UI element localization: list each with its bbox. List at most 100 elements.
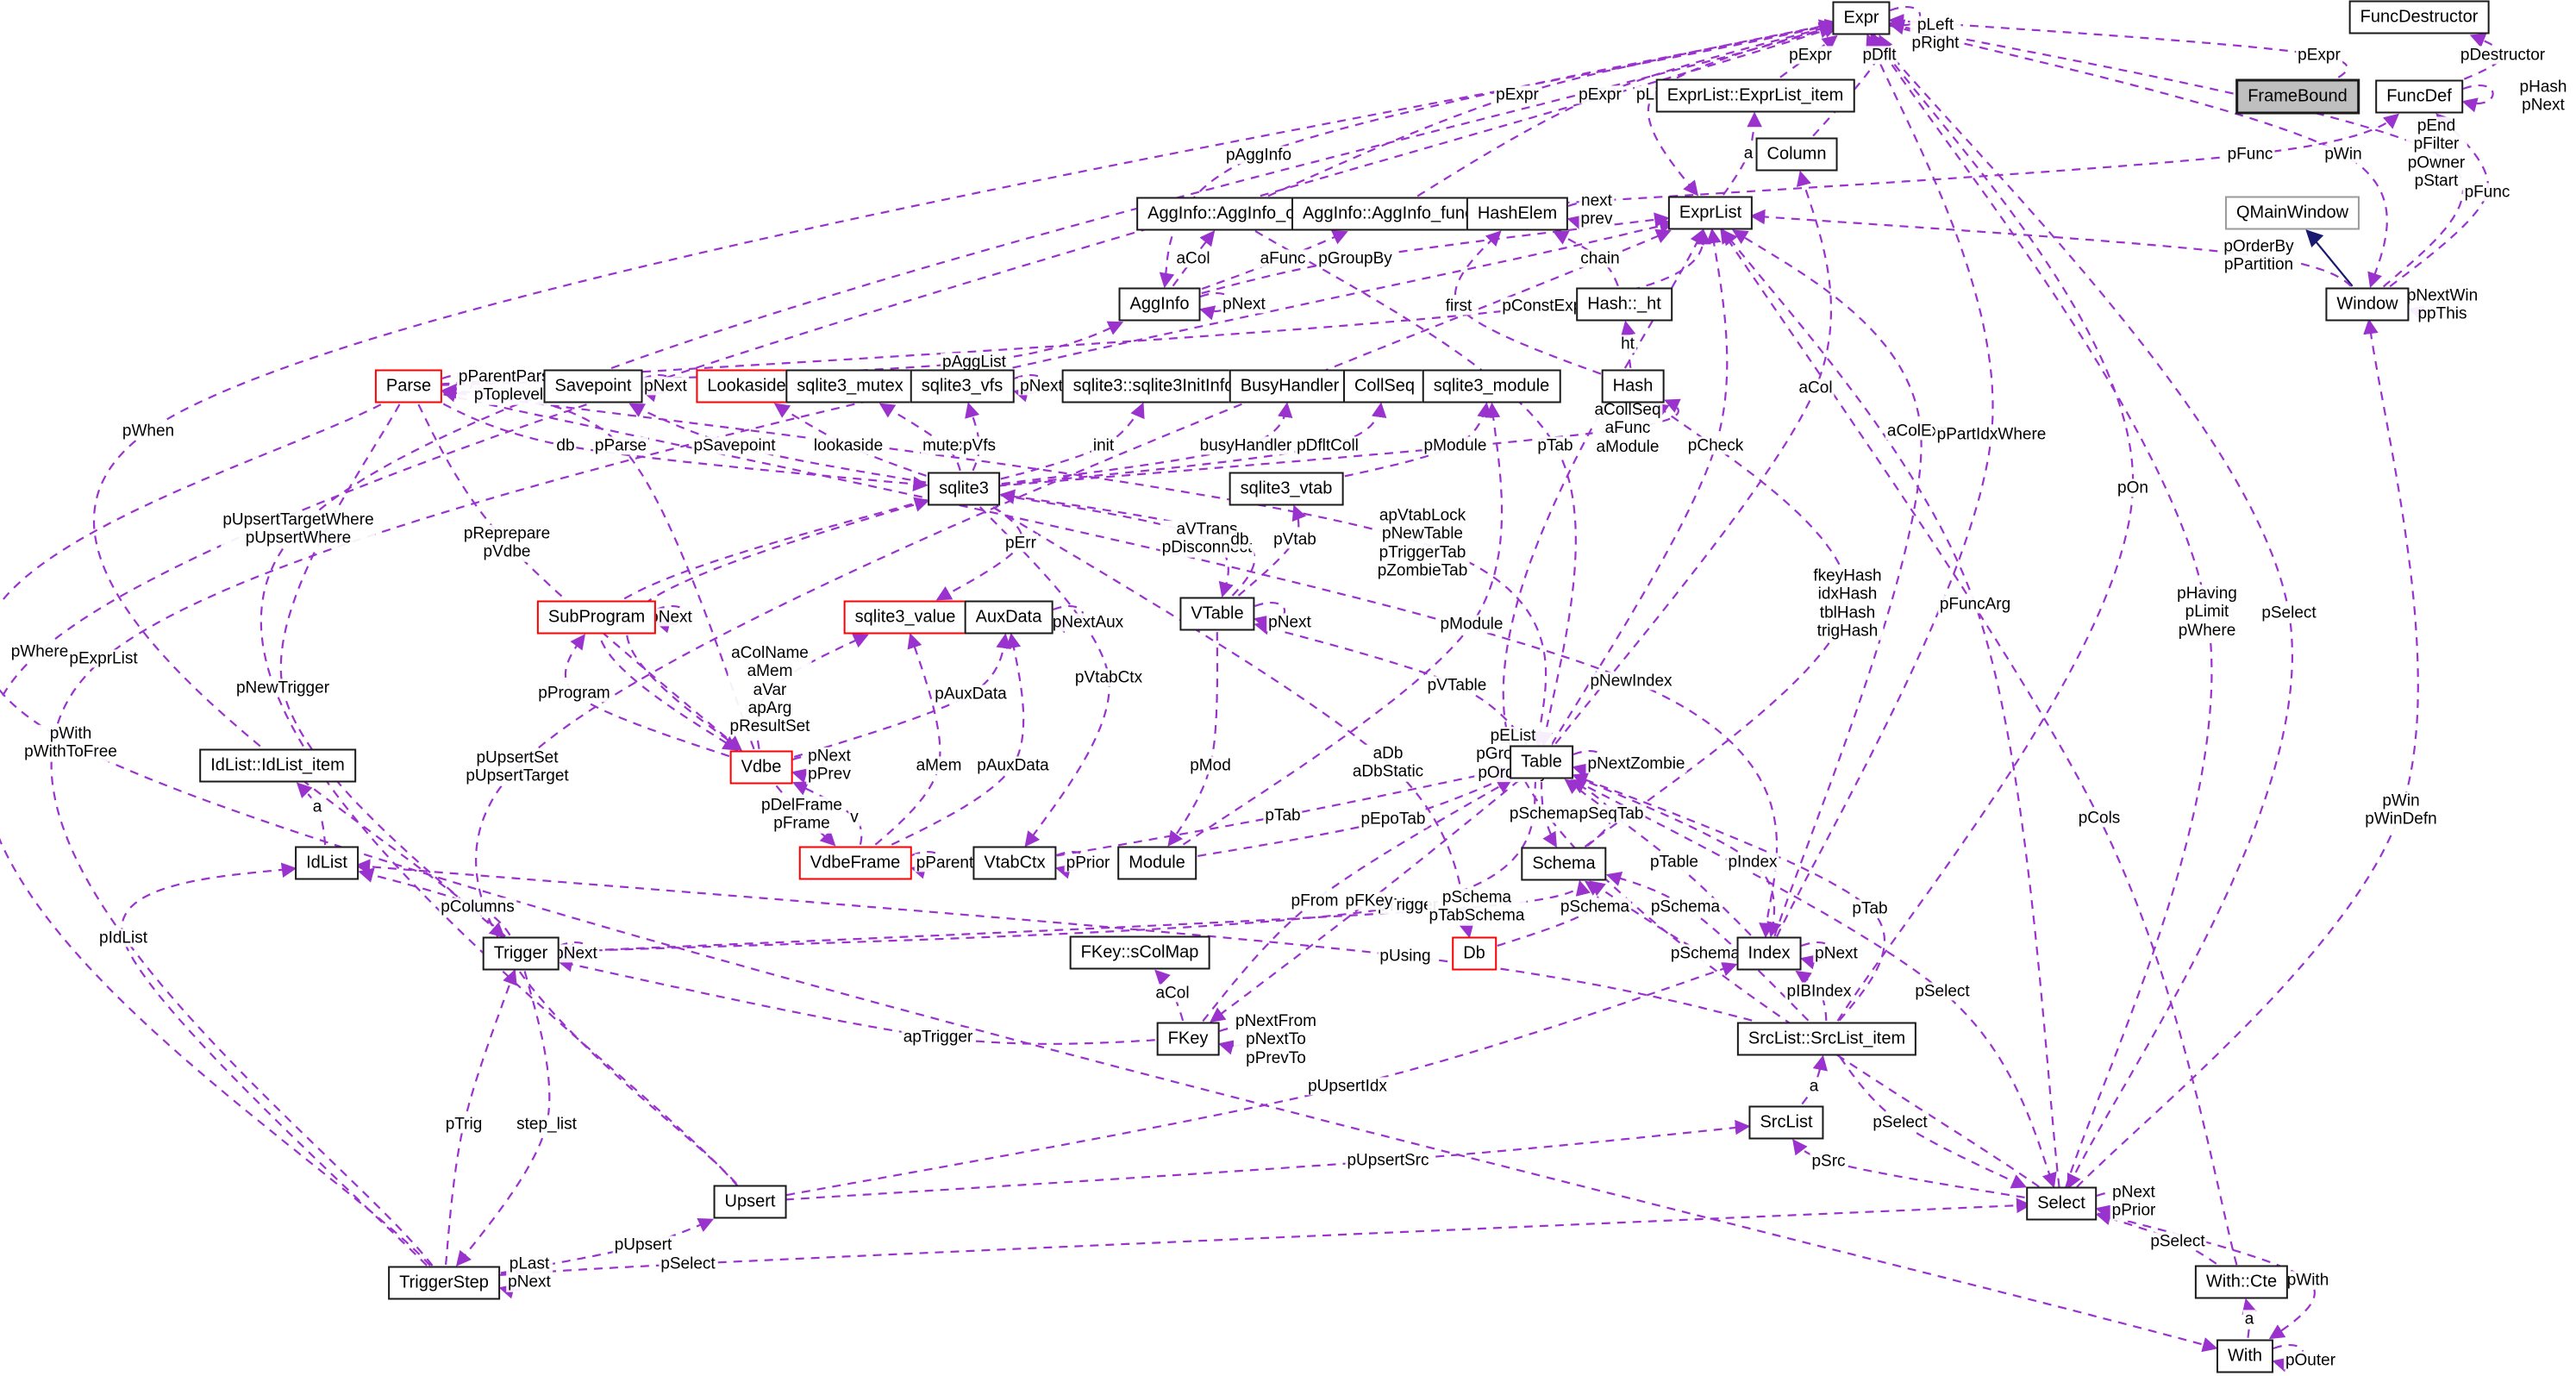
node-window[interactable]: Window [2325,287,2410,322]
edge-label: pTab [1535,436,1575,455]
node-sqlite3_value[interactable]: sqlite3_value [843,600,967,635]
edge-label: pEpoTab [1359,810,1428,829]
node-exprlist_item[interactable]: ExprList::ExprList_item [1655,78,1855,113]
edge [1792,1138,2025,1198]
node-upsert[interactable]: Upsert [713,1185,787,1219]
node-auxdata[interactable]: AuxData [964,600,1054,635]
node-expr[interactable]: Expr [1832,1,1891,35]
edge-label: pProgram [536,684,612,703]
edge-label: pDfltColl [1295,436,1360,455]
node-sqlite3_vfs[interactable]: sqlite3_vfs [910,369,1015,403]
node-initinfo[interactable]: sqlite3::sqlite3InitInfo [1061,369,1246,403]
node-vtabctx[interactable]: VtabCtx [972,846,1057,880]
node-fkey_scolmap[interactable]: FKey::sColMap [1069,935,1210,970]
node-hashelem[interactable]: HashElem [1466,197,1569,231]
edge-label: aCol [1174,249,1212,268]
node-table[interactable]: Table [1510,745,1573,779]
node-sqlite3_vtab[interactable]: sqlite3_vtab [1229,472,1344,506]
edge-label: mutex [921,436,969,455]
edge [1889,20,2464,288]
edge-label: pWin pWinDefn [2363,791,2439,829]
node-idlist[interactable]: IdList [295,846,359,880]
node-srclist[interactable]: SrcList [1748,1105,1824,1140]
node-vdbe[interactable]: Vdbe [729,750,793,785]
edge [2076,318,2419,1188]
node-module[interactable]: Module [1117,846,1197,880]
edge-label: pNext [553,944,599,963]
node-withcte[interactable]: With::Cte [2194,1265,2289,1299]
node-fkey[interactable]: FKey [1156,1022,1220,1056]
node-parse[interactable]: Parse [374,369,443,403]
node-triggerstep[interactable]: TriggerStep [388,1266,500,1300]
edge-label: aDb aDbStatic [1350,744,1426,782]
edge [1159,22,1835,289]
node-schema[interactable]: Schema [1521,847,1607,881]
edge-label: pWith pWithToFree [22,724,119,762]
edge [1202,779,1513,1023]
edge-label: lookaside [811,436,885,455]
node-srclist_item[interactable]: SrcList::SrcList_item [1736,1022,1917,1056]
node-agginfo[interactable]: AggInfo [1118,287,1201,322]
node-framebound[interactable]: FrameBound [2235,78,2360,115]
node-funcdef[interactable]: FuncDef [2375,79,2463,114]
edge [1564,779,1752,936]
node-exprlist[interactable]: ExprList [1667,196,1754,230]
edge-label: pSchema [1668,944,1742,963]
node-sqlite3_mutex[interactable]: sqlite3_mutex [785,369,915,403]
edge-label: pLeft pRight [1910,16,1961,53]
edge-label: pHaving pLimit pWhere [2175,585,2239,640]
node-funcdestructor[interactable]: FuncDestructor [2348,0,2490,34]
node-hash_ht[interactable]: Hash::_ht [1576,287,1673,322]
edge-label: pNext pPrev [806,747,853,785]
edge-label: pWith [2285,1271,2331,1290]
node-lookaside[interactable]: Lookaside [696,369,797,403]
edge-label: apVtabLock pNewTable pTriggerTab pZombie… [1375,506,1470,580]
edge-label: pWhere [9,642,71,661]
edge-label: pGroupBy [1316,249,1394,268]
edge-label: pSelect [1871,1113,1929,1132]
edge-label: pSelect [2148,1232,2207,1251]
edge-label: pSelect [659,1254,717,1273]
node-select[interactable]: Select [2026,1186,2097,1221]
node-agginfo_col[interactable]: AggInfo::AggInfo_col [1136,197,1319,231]
edge [2097,1212,2316,1340]
node-idlist_item[interactable]: IdList::IdList_item [199,748,356,783]
edge-label: aFunc [1258,249,1308,268]
edge-label: a [310,797,324,816]
node-vdbeframe[interactable]: VdbeFrame [798,846,912,880]
node-sqlite3_module[interactable]: sqlite3_module [1422,369,1561,403]
edge-label: pFrom [1289,891,1341,910]
edge-label: pVtabCtx [1072,668,1145,687]
node-db_node[interactable]: Db [1452,936,1497,971]
edge-label: pLast pNext [506,1254,553,1292]
edge-label: pNext [642,377,689,396]
edge [979,506,1110,847]
node-busyhandler[interactable]: BusyHandler [1229,369,1351,403]
edge [1416,22,1835,197]
node-savepoint[interactable]: Savepoint [543,369,643,403]
edge-label: a [1807,1077,1821,1096]
edge-label: pUpsertSrc [1345,1151,1431,1170]
node-agginfo_func[interactable]: AggInfo::AggInfo_func [1291,197,1485,231]
node-trigger[interactable]: Trigger [482,936,560,971]
node-vtable[interactable]: VTable [1179,597,1255,631]
edge-label: pSavepoint [691,436,778,455]
edge [1870,32,2213,1188]
node-index[interactable]: Index [1736,936,1802,971]
node-hash[interactable]: Hash [1601,369,1665,403]
edge-label: pUpsertSet pUpsertTarget [464,748,571,786]
node-sqlite3[interactable]: sqlite3 [928,472,1000,506]
edge-label: step_list [515,1115,578,1134]
node-collseq[interactable]: CollSeq [1342,369,1427,403]
edge-label: pMod [1188,756,1233,775]
edge-label: pWin [2323,145,2364,164]
edge [1839,1056,2028,1189]
node-with[interactable]: With [2216,1339,2273,1373]
node-qmainwindow[interactable]: QMainWindow [2224,196,2360,230]
edge-label: pOuter [2283,1351,2338,1370]
edge-label: pNext [1266,613,1313,632]
edge-label: pParse [592,436,649,455]
node-column[interactable]: Column [1755,137,1838,172]
edge-label: pNextZombie [1585,754,1687,773]
node-subprogram[interactable]: SubProgram [536,600,657,635]
